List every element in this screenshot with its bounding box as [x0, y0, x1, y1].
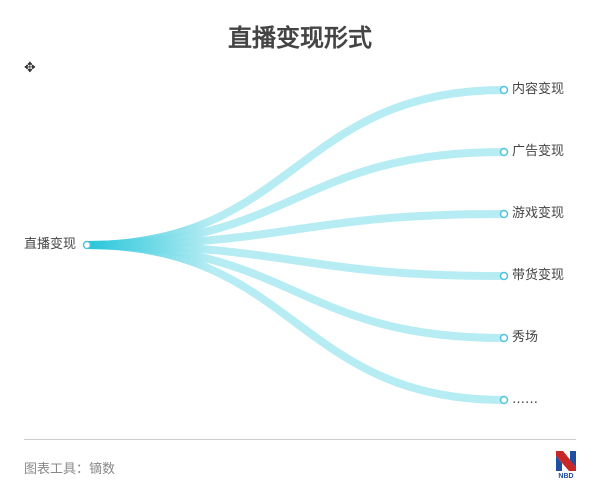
- leaf-node-label: 内容变现: [512, 82, 565, 97]
- leaf-node[interactable]: [499, 209, 509, 219]
- nbd-logo: NBD: [556, 451, 576, 480]
- svg-text:NBD: NBD: [558, 473, 573, 480]
- leaf-node-label: 秀场: [512, 330, 539, 345]
- root-node[interactable]: [82, 240, 92, 250]
- footer-divider: [24, 439, 576, 440]
- leaf-node[interactable]: [499, 333, 509, 343]
- leaf-node-label: 广告变现: [512, 144, 565, 159]
- root-node-label: 直播变现: [24, 237, 77, 252]
- tree-diagram: [82, 85, 509, 405]
- leaf-node[interactable]: [499, 85, 509, 95]
- move-arrows-icon[interactable]: ✥: [24, 60, 36, 76]
- tree-link: [86, 86, 505, 249]
- source-text: 图表工具：镝数: [24, 462, 116, 477]
- chart-title: 直播变现形式: [228, 24, 372, 52]
- leaf-node[interactable]: [499, 395, 509, 405]
- leaf-node-label: ……: [512, 392, 538, 407]
- leaf-node[interactable]: [499, 271, 509, 281]
- tree-link: [86, 210, 505, 249]
- tree-link: [86, 241, 505, 404]
- leaf-node[interactable]: [499, 147, 509, 157]
- leaf-node-label: 带货变现: [512, 268, 565, 283]
- leaf-node-label: 游戏变现: [512, 206, 565, 221]
